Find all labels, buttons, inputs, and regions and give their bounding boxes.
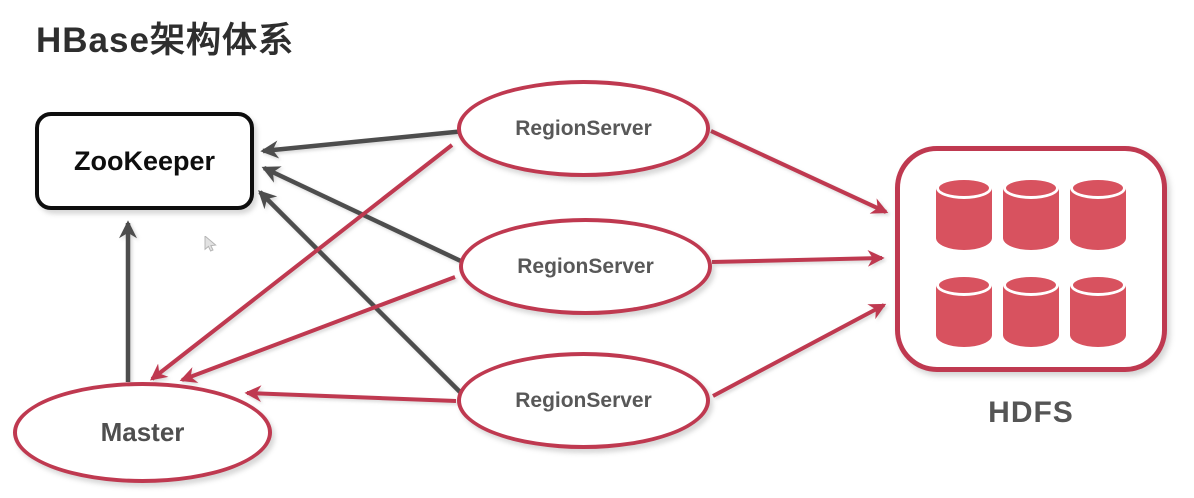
node-regionserver-3: RegionServer [457, 352, 710, 449]
edge-regionserver-3-to-master [244, 385, 457, 403]
edge-regionserver-1-to-zookeeper [260, 128, 466, 159]
zookeeper-label: ZooKeeper [73, 145, 216, 176]
mouse-cursor-icon [204, 236, 217, 252]
database-cylinder-icon [1003, 177, 1059, 250]
cylinder-top [1003, 274, 1059, 296]
cylinder-top [936, 177, 992, 199]
edge-regionserver-3-to-hdfs [712, 303, 887, 398]
edge-regionserver-3-to-zookeeper [258, 190, 464, 396]
edge-regionserver-2-to-master [179, 275, 456, 383]
database-cylinder-icon [1003, 274, 1059, 347]
database-cylinder-icon [936, 274, 992, 347]
hdfs-label: HDFS [988, 396, 1074, 429]
regionserver-2-label: RegionServer [517, 254, 654, 278]
regionserver-1-label: RegionServer [515, 116, 652, 140]
node-regionserver-1: RegionServer [457, 80, 710, 177]
database-cylinder-icon [1070, 274, 1126, 347]
node-zookeeper: ZooKeeper [35, 112, 254, 210]
edge-regionserver-2-to-hdfs [711, 249, 885, 267]
edge-regionserver-1-to-master [150, 143, 454, 381]
database-cylinder-icon [936, 177, 992, 250]
cylinder-top [936, 274, 992, 296]
node-regionserver-2: RegionServer [459, 218, 712, 315]
cylinder-top [1003, 177, 1059, 199]
node-master: Master [13, 382, 272, 483]
database-cylinder-icon [1070, 177, 1126, 250]
hdfs-cylinder-grid [900, 151, 1162, 367]
node-hdfs [895, 146, 1167, 372]
diagram-title: HBase架构体系 [36, 21, 294, 60]
master-label: Master [100, 417, 185, 447]
regionserver-3-label: RegionServer [515, 388, 652, 412]
cylinder-top [1070, 274, 1126, 296]
edge-regionserver-1-to-hdfs [710, 129, 889, 214]
cylinder-top [1070, 177, 1126, 199]
